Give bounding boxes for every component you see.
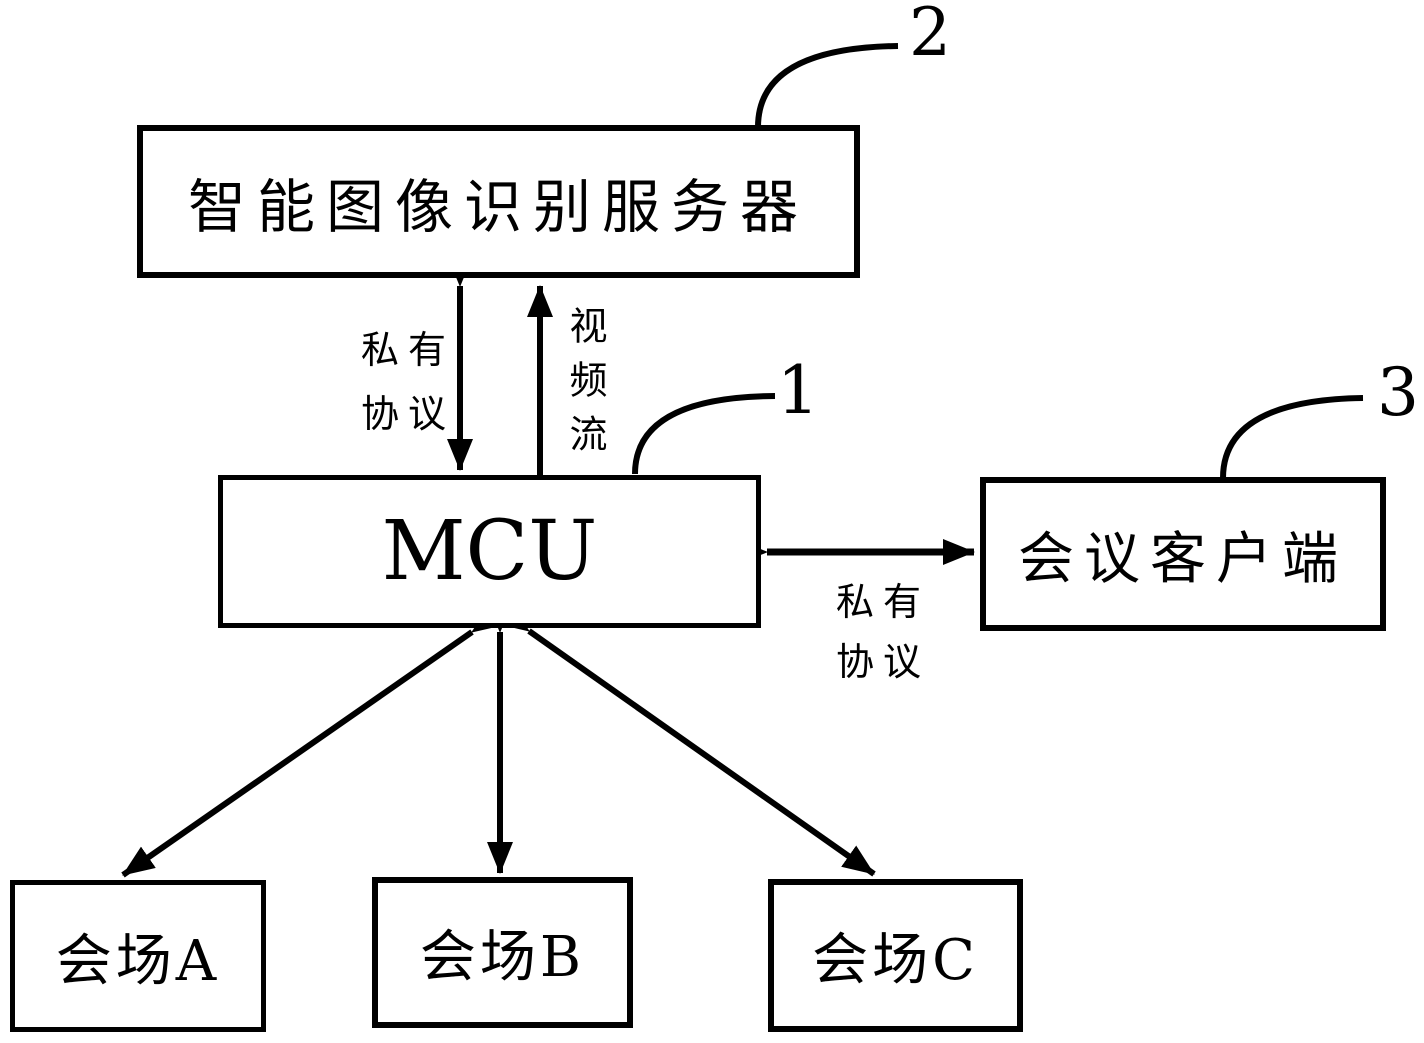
label-private-protocol-right-line1: 私有: [835, 580, 930, 624]
venue-a-box: 会场A: [10, 880, 266, 1032]
venue-a-label: 会场A: [55, 928, 221, 994]
ref-number-mcu: 1: [777, 352, 819, 429]
ref-number-server: 2: [909, 0, 951, 71]
leader-ref-3: [1220, 395, 1364, 479]
label-private-protocol-top: 私有 协议: [352, 318, 464, 446]
leader-ref-2: [755, 43, 899, 128]
mcu-label: MCU: [381, 504, 598, 599]
client-box: 会议客户端: [980, 477, 1386, 631]
label-private-protocol-right-line2: 协议: [835, 640, 930, 684]
leader-ref-1: [632, 393, 776, 475]
venue-c-label: 会场C: [812, 928, 979, 993]
server-label: 智能图像识别服务器: [187, 172, 809, 241]
venue-b-box: 会场B: [372, 877, 633, 1028]
server-box: 智能图像识别服务器: [137, 125, 860, 278]
ref-number-client: 3: [1377, 354, 1419, 431]
venue-b-label: 会场B: [419, 925, 586, 990]
edge-mcu-venue-c: [496, 602, 876, 877]
client-label: 会议客户端: [1018, 526, 1348, 592]
label-private-protocol-right: 私有 协议: [827, 572, 939, 692]
label-video-stream: 视频流: [563, 306, 607, 468]
edge-mcu-venue-a: [121, 603, 505, 878]
venue-c-box: 会场C: [768, 879, 1023, 1032]
mcu-box: MCU: [218, 475, 761, 628]
label-private-protocol-top-line2: 协议: [360, 392, 455, 436]
label-private-protocol-top-line1: 私有: [360, 328, 455, 372]
